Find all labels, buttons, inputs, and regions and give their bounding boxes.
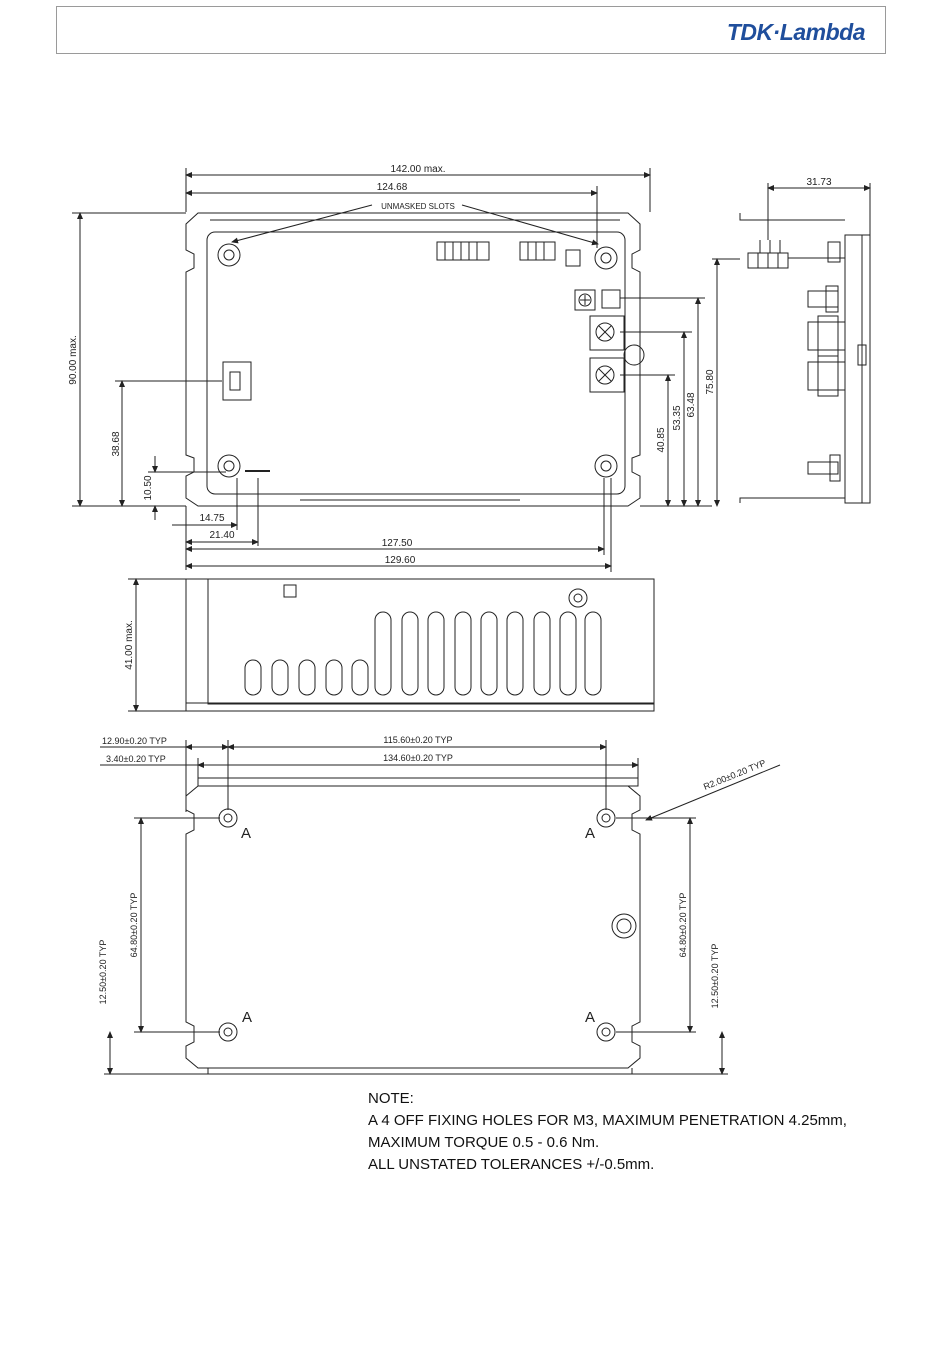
dim-115: 115.60±0.20 TYP xyxy=(383,735,452,745)
dim-height-max: 90.00 max. xyxy=(68,335,79,384)
side-view-base-plate xyxy=(844,234,871,504)
bottom-view: A A A A 12.90±0.20 TYP 115.60±0.20 TYP 3… xyxy=(98,735,781,1075)
dim-14: 14.75 xyxy=(199,513,224,524)
note-line-2: MAXIMUM TORQUE 0.5 - 0.6 Nm. xyxy=(368,1134,600,1151)
hole-marker-a: A xyxy=(242,1009,252,1026)
dim-129: 129.60 xyxy=(385,555,416,566)
top-view-signal-connectors xyxy=(436,241,581,267)
front-view-vent-slots xyxy=(244,611,602,696)
tdk-lambda-logo: TDK·Lambda xyxy=(726,19,866,45)
dim-75: 75.80 xyxy=(705,369,716,394)
hole-marker-a: A xyxy=(241,825,251,842)
unmasked-slots-label: UNMASKED SLOTS xyxy=(381,202,455,211)
header-box: TDK·Lambda xyxy=(56,6,886,54)
dim-124: 124.68 xyxy=(377,182,408,193)
dim-40: 40.85 xyxy=(656,427,667,452)
dim-r2: R2.00±0.20 TYP xyxy=(702,758,767,792)
top-view-ac-connector xyxy=(222,361,252,401)
top-view-inner-panel xyxy=(206,231,626,495)
note-line-3: ALL UNSTATED TOLERANCES +/-0.5mm. xyxy=(368,1156,655,1173)
top-view-terminals xyxy=(574,289,645,393)
top-view-chassis xyxy=(185,212,641,507)
front-view-chassis xyxy=(207,578,655,705)
side-view-connector xyxy=(747,240,845,269)
bottom-view-fixing-holes xyxy=(218,808,637,1042)
dim-64-right: 64.80±0.20 TYP xyxy=(678,893,688,958)
dim-127: 127.50 xyxy=(382,538,413,549)
side-view: 31.73 xyxy=(739,177,871,504)
note-line-1: A 4 OFF FIXING HOLES FOR M3, MAXIMUM PEN… xyxy=(368,1112,847,1129)
top-view-screws xyxy=(217,243,618,478)
dim-64-left: 64.80±0.20 TYP xyxy=(129,893,139,958)
dim-width-max: 142.00 max. xyxy=(390,164,445,175)
dim-3-40: 3.40±0.20 TYP xyxy=(106,754,166,764)
dim-depth: 31.73 xyxy=(806,177,831,188)
drawing-notes: NOTE: A 4 OFF FIXING HOLES FOR M3, MAXIM… xyxy=(368,1088,847,1176)
dim-12-50-left: 12.50±0.20 TYP xyxy=(98,940,108,1005)
dim-front-height: 41.00 max. xyxy=(124,620,135,669)
dim-12-50-right: 12.50±0.20 TYP xyxy=(710,944,720,1009)
hole-marker-a: A xyxy=(585,1009,595,1026)
dim-134: 134.60±0.20 TYP xyxy=(383,753,453,763)
dim-53: 53.35 xyxy=(672,405,683,430)
front-view: 41.00 max. xyxy=(124,578,655,712)
dim-21: 21.40 xyxy=(209,530,234,541)
dim-10: 10.50 xyxy=(143,475,154,500)
hole-marker-a: A xyxy=(585,825,595,842)
top-view: 142.00 max. 124.68 UNMASKED SLOTS 90.00 … xyxy=(68,164,740,572)
note-title: NOTE: xyxy=(368,1090,414,1107)
side-view-terminals xyxy=(807,285,867,482)
bottom-view-chassis xyxy=(185,785,641,1069)
dim-63: 63.48 xyxy=(686,392,697,417)
dim-38: 38.68 xyxy=(111,431,122,456)
dim-12-90: 12.90±0.20 TYP xyxy=(102,736,167,746)
